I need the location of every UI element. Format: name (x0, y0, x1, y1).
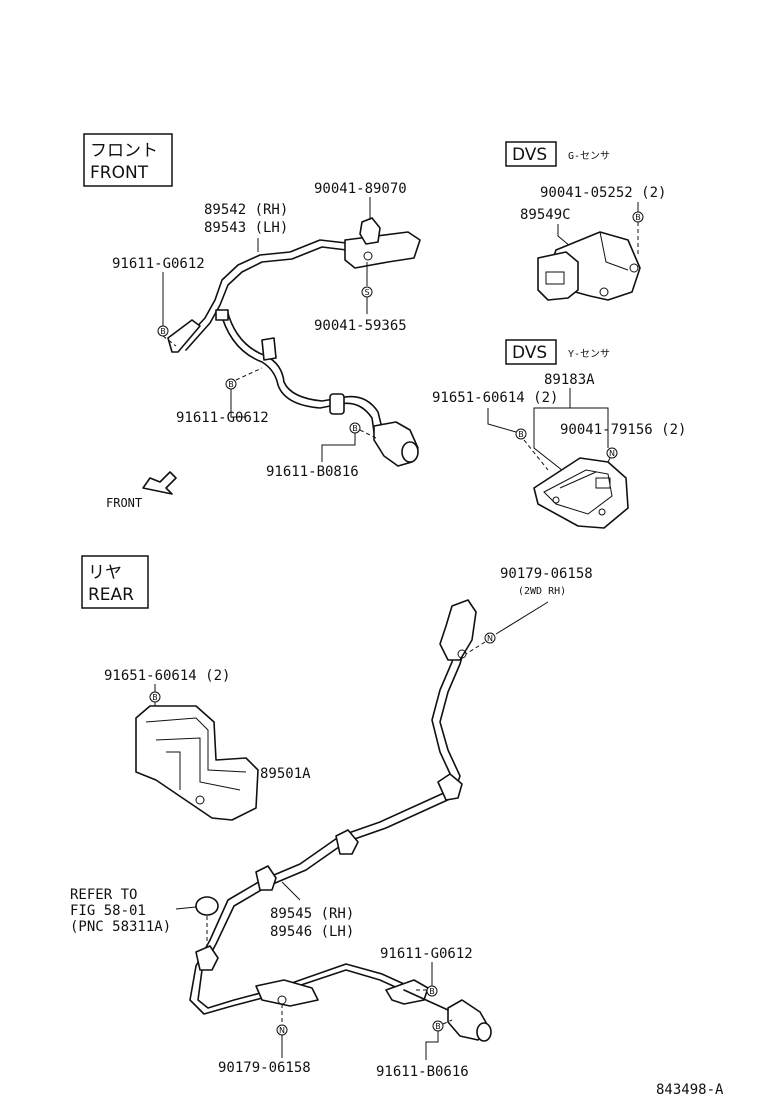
svg-text:B: B (429, 987, 435, 996)
front-bolt-sensor-label: 91611-B0816 (266, 464, 359, 480)
clip-label: 90041-89070 (314, 181, 407, 197)
svg-text:B: B (160, 327, 166, 336)
svg-text:B: B (228, 380, 234, 389)
y-sensor-nut-symbol: N (606, 447, 618, 459)
rear-nut-bottom-label: 90179-06158 (218, 1060, 311, 1076)
g-sensor-part-label: 89549C (520, 207, 571, 223)
rear-nut-top-note: (2WD RH) (518, 586, 566, 597)
dvs-y-badge: DVS (505, 339, 557, 365)
svg-text:B: B (352, 424, 358, 433)
refer-line-2: FIG 58-01 (70, 903, 146, 919)
front-title-box: フロント FRONT (83, 133, 173, 187)
rear-bolt-lower-symbol: B (432, 1020, 444, 1032)
rear-bolt-upper-label: 91611-G0612 (380, 946, 473, 962)
front-bolt-lower-symbol: B (225, 378, 237, 390)
rear-nut-top-symbol: N (484, 632, 496, 644)
y-sensor-body (533, 457, 629, 529)
svg-text:B: B (635, 213, 641, 222)
svg-text:N: N (279, 1026, 285, 1035)
rear-title-jp: リヤ (88, 563, 122, 583)
rear-bolt-lower-label: 91611-B0616 (376, 1064, 469, 1080)
svg-text:B: B (518, 430, 524, 439)
rear-bracket-bolt-label: 91651-60614 (2) (104, 668, 230, 684)
svg-text:B: B (435, 1022, 441, 1031)
g-sensor-body (537, 231, 641, 301)
front-bolt-lower-label: 91611-G0612 (176, 410, 269, 426)
svg-text:DVS: DVS (512, 145, 547, 165)
refer-line-3: (PNC 58311A) (70, 919, 171, 935)
g-sensor-desc: G-センサ (568, 150, 610, 162)
front-arrow-label: FRONT (106, 496, 142, 510)
y-sensor-part-label: 89183A (544, 372, 595, 388)
svg-text:N: N (609, 449, 615, 458)
svg-text:S: S (364, 288, 369, 297)
y-sensor-bolt-symbol: B (515, 428, 527, 440)
rear-wire-rh-label: 89545 (RH) (270, 906, 354, 922)
diagram-code: 843498-A (656, 1082, 724, 1098)
rear-bracket-bolt-symbol: B (149, 691, 161, 703)
rear-ecu-label: 89501A (260, 766, 311, 782)
refer-line-1: REFER TO (70, 887, 137, 903)
rear-nut-top-label: 90179-06158 (500, 566, 593, 582)
rear-title-en: REAR (88, 585, 134, 605)
front-title-en: FRONT (90, 163, 149, 183)
rear-title-box: リヤ REAR (81, 555, 149, 609)
front-wire-lh-label: 89543 (LH) (204, 220, 288, 236)
rear-nut-bottom-symbol: N (276, 1024, 288, 1036)
plug-grommet (195, 896, 219, 950)
y-sensor-bolt-label: 91651-60614 (2) (432, 390, 558, 406)
front-title-jp: フロント (90, 141, 158, 161)
front-bolt-upper-label: 91611-G0612 (112, 256, 205, 272)
front-wire-harness (167, 217, 421, 467)
svg-text:DVS: DVS (512, 343, 547, 363)
svg-text:B: B (152, 693, 158, 702)
y-sensor-nut-label: 90041-79156 (2) (560, 422, 686, 438)
rear-wire-harness (189, 599, 492, 1042)
screw-label: 90041-59365 (314, 318, 407, 334)
screw-symbol: S (361, 286, 373, 298)
front-bolt-upper-symbol: B (157, 325, 169, 337)
g-sensor-nut-label: 90041-05252 (2) (540, 185, 666, 201)
rear-bolt-upper-symbol: B (426, 985, 438, 997)
front-wire-rh-label: 89542 (RH) (204, 202, 288, 218)
rear-ecu-bracket (135, 705, 259, 821)
rear-wire-lh-label: 89546 (LH) (270, 924, 354, 940)
front-direction-arrow (142, 471, 177, 495)
front-bolt-sensor-symbol: B (349, 422, 361, 434)
svg-text:N: N (487, 634, 493, 643)
y-sensor-desc: Y-センサ (568, 348, 610, 360)
g-sensor-nut-symbol: B (632, 211, 644, 223)
dvs-g-badge: DVS (505, 141, 557, 167)
